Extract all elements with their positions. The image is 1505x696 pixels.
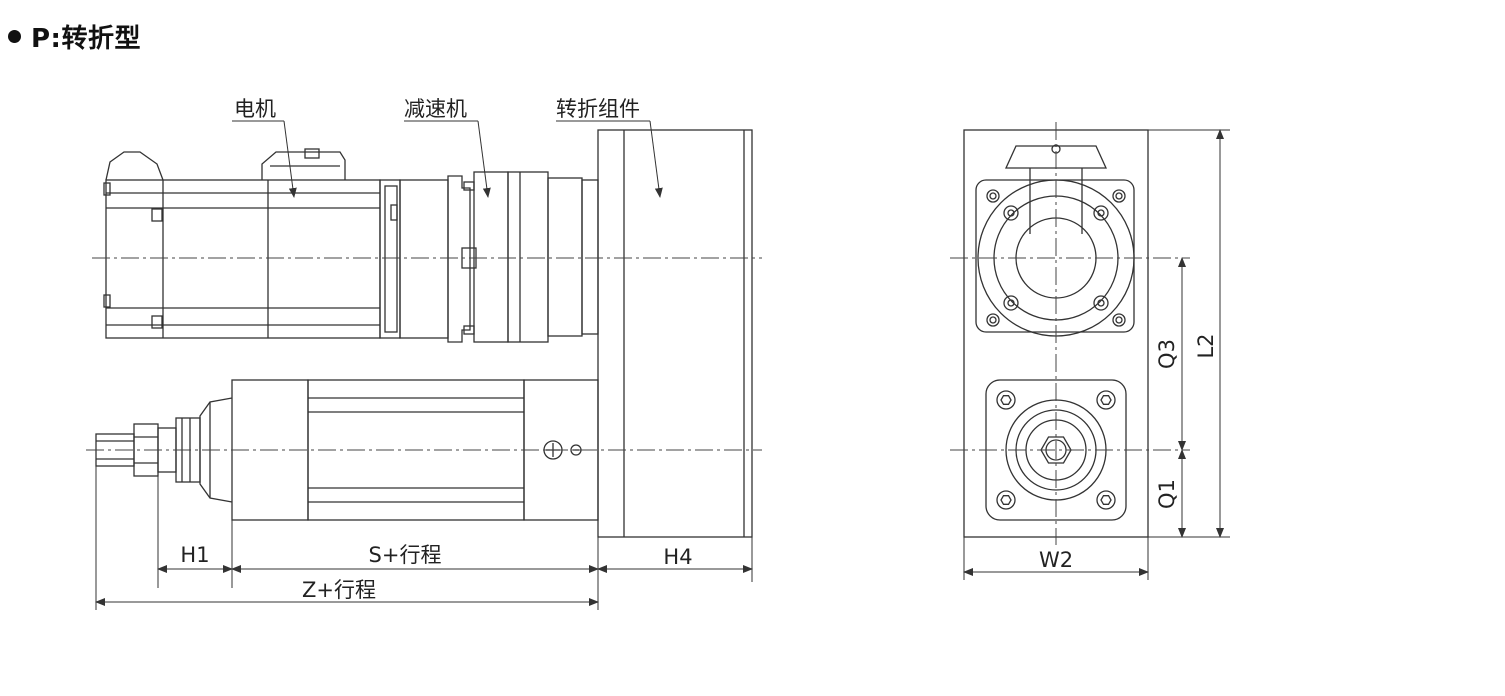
page-heading: P:转折型	[8, 18, 141, 55]
fold-assembly-block	[597, 129, 753, 538]
end-view	[950, 122, 1230, 580]
side-view	[86, 120, 762, 610]
motor-end-face	[975, 144, 1135, 337]
page-title: P:转折型	[31, 24, 141, 54]
center-lines	[86, 257, 762, 451]
bullet-icon	[8, 30, 21, 43]
l2-dimension-label: L2	[1194, 333, 1218, 358]
w2-dimension-label: W2	[1039, 548, 1073, 572]
motor-callout: 电机	[234, 97, 276, 121]
h1-dimension-label: H1	[180, 543, 209, 567]
h4-dimension-label: H4	[663, 545, 692, 569]
reducer-body	[399, 171, 599, 343]
q3-dimension-label: Q3	[1155, 339, 1179, 369]
dimension-lines	[95, 565, 753, 606]
s-stroke-dimension-label: S+行程	[369, 543, 442, 567]
z-stroke-dimension-label: Z+行程	[302, 578, 376, 602]
fold-assembly-callout: 转折组件	[556, 97, 640, 121]
motor-body	[103, 148, 401, 339]
end-center-lines	[950, 122, 1190, 545]
end-dimension-lines	[963, 129, 1230, 580]
leader-lines	[232, 120, 663, 198]
reducer-callout: 减速机	[404, 97, 467, 121]
q1-dimension-label: Q1	[1155, 479, 1179, 509]
